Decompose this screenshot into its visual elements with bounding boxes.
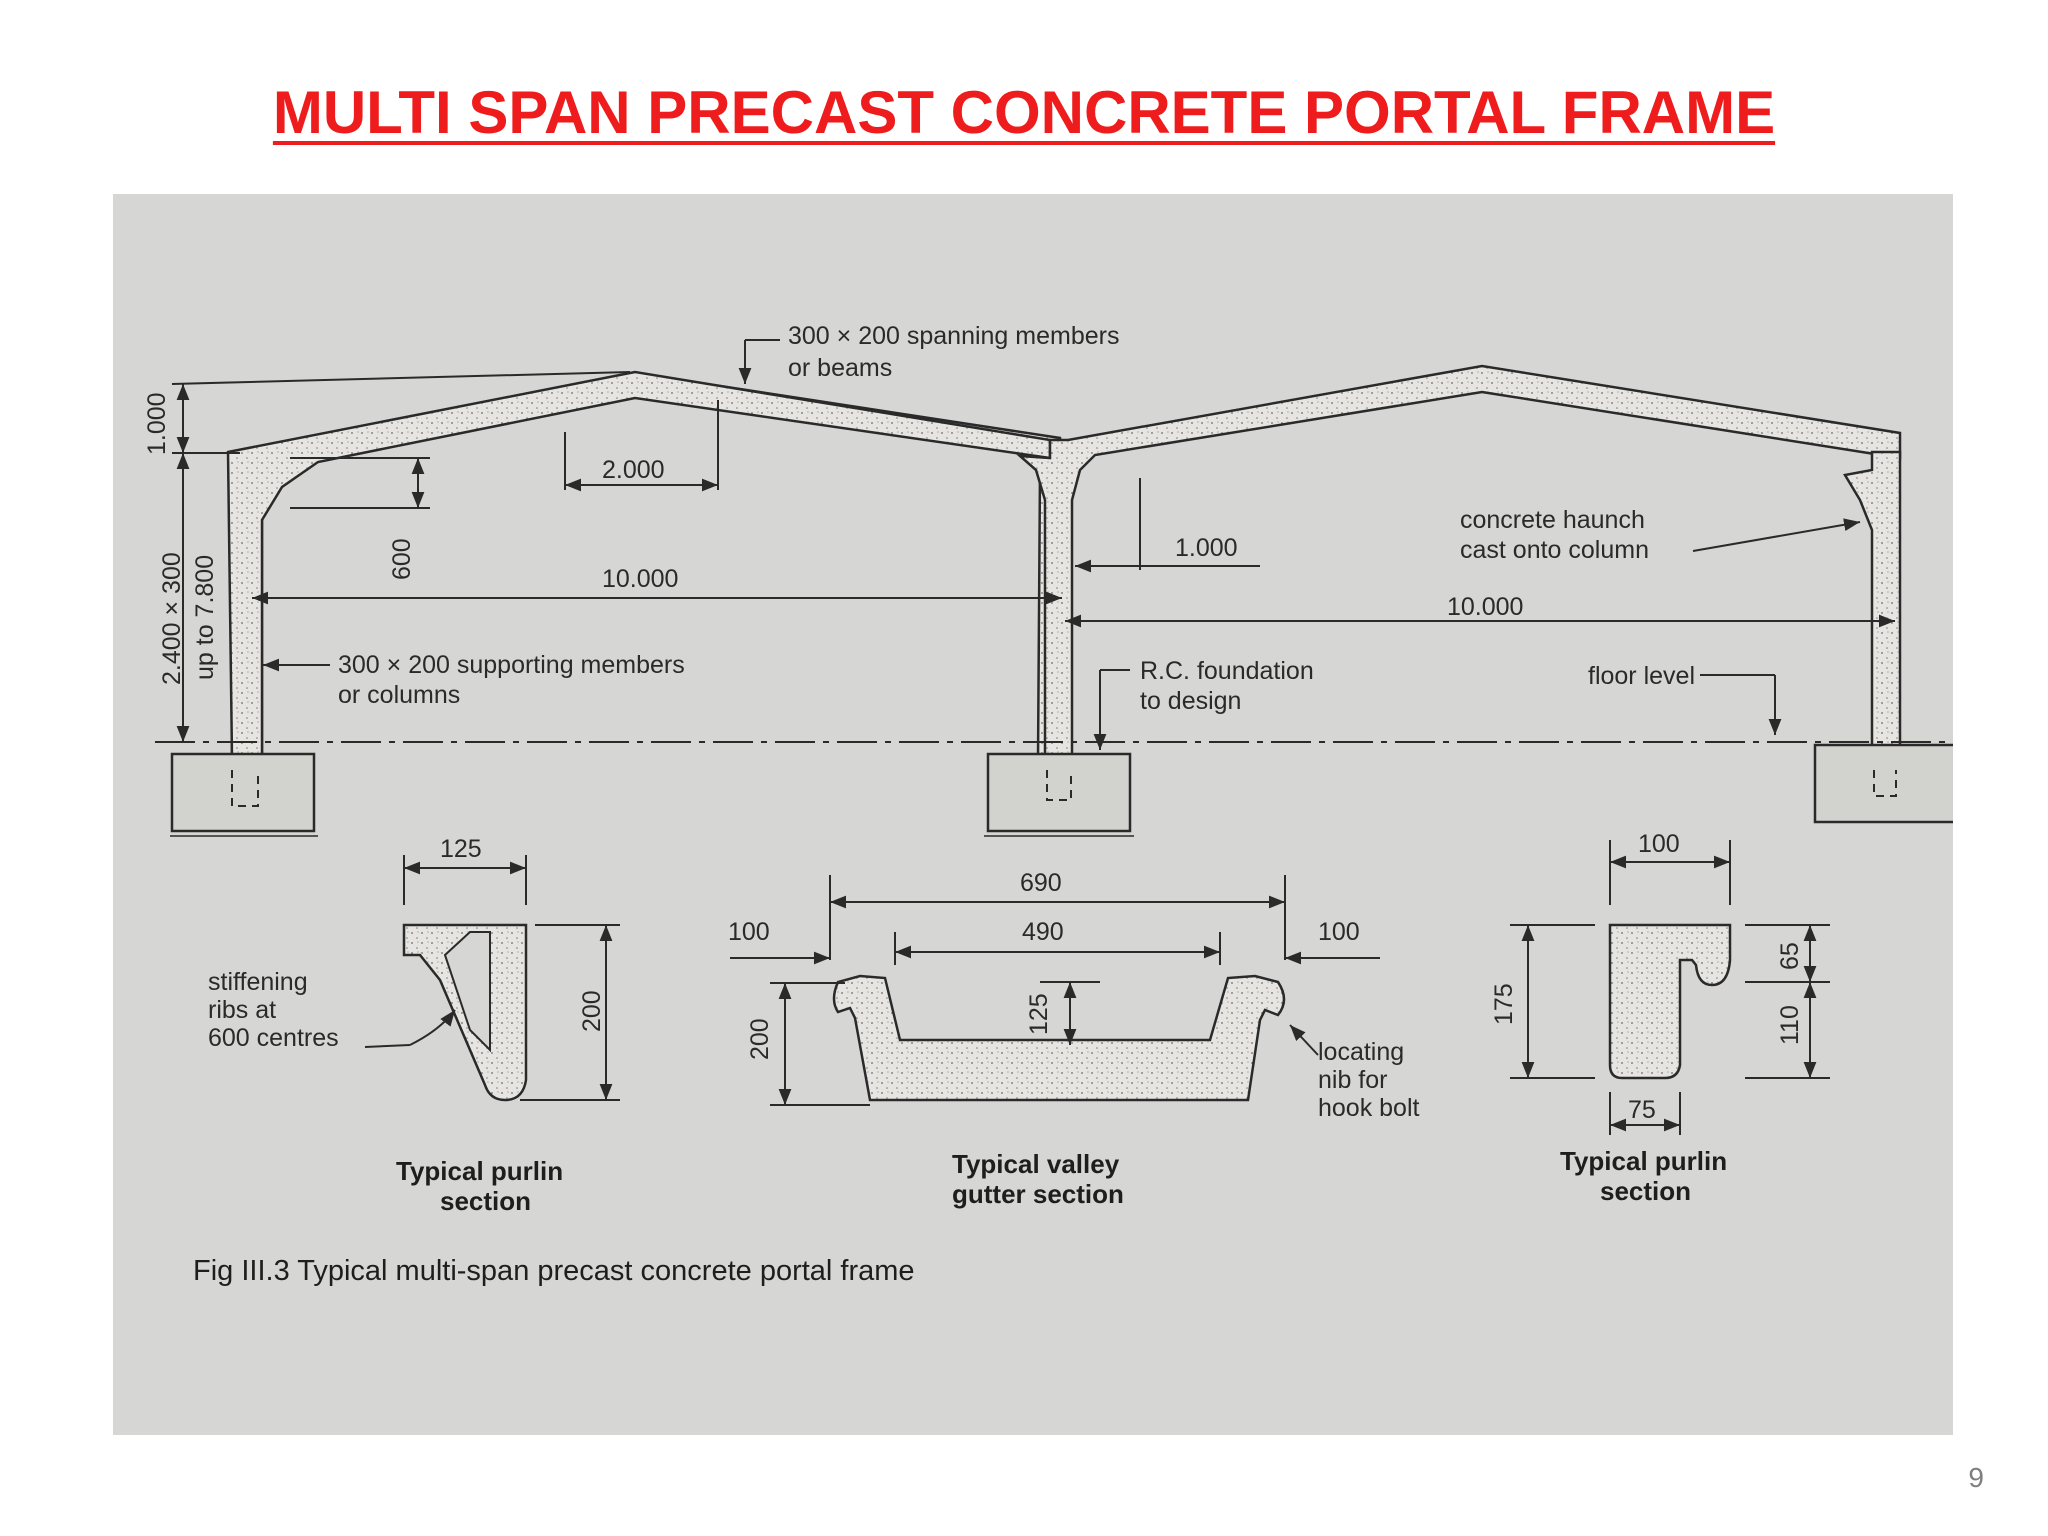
slide-title: MULTI SPAN PRECAST CONCRETE PORTAL FRAME	[272, 79, 1776, 146]
purlin1-width: 125	[440, 835, 482, 863]
gutter-height: 200	[746, 1018, 774, 1060]
purlin1-height: 200	[578, 990, 606, 1032]
dim-col-height-1: 2.400 × 300	[158, 552, 186, 685]
floor-level-label: floor level	[1588, 662, 1695, 690]
gutter-inner-width: 490	[1022, 918, 1064, 946]
right-foundation	[1813, 743, 1953, 824]
ribs-label-line2: ribs at	[208, 996, 276, 1024]
purlin1-caption-line1: Typical purlin	[396, 1156, 563, 1186]
beams-label-line1: 300 × 200 spanning members	[788, 322, 1119, 350]
dim-col-height-2: up to 7.800	[191, 555, 219, 680]
haunch-label-line2: cast onto column	[1460, 536, 1649, 564]
gutter-left-lip: 100	[728, 918, 770, 946]
nib-label-line1: locating	[1318, 1038, 1404, 1066]
right-column	[1843, 450, 1902, 787]
dim-span-right: 10.000	[1447, 593, 1523, 621]
ribs-label-line3: 600 centres	[208, 1024, 339, 1052]
purlin2-lower: 110	[1776, 1005, 1804, 1045]
dim-haunch-depth: 600	[388, 538, 416, 580]
dim-rise: 1.000	[143, 392, 171, 455]
gutter-right-lip: 100	[1318, 918, 1360, 946]
nib-label-line2: nib for	[1318, 1066, 1387, 1094]
purlin-section-2	[1510, 840, 1830, 1135]
figure-caption: Fig III.3 Typical multi-span precast con…	[193, 1255, 915, 1287]
dim-center-haunch: 1.000	[1175, 534, 1238, 562]
gutter-depth: 125	[1025, 993, 1053, 1035]
purlin2-caption-line2: section	[1600, 1176, 1691, 1206]
gutter-caption-line1: Typical valley	[952, 1149, 1120, 1179]
purlin2-upper: 65	[1776, 942, 1804, 970]
ribs-label-line1: stiffening	[208, 968, 308, 996]
foundations	[170, 743, 1953, 833]
purlin2-height: 175	[1490, 983, 1518, 1025]
beams-label-line2: or beams	[788, 354, 892, 382]
gutter-caption-line2: gutter section	[952, 1179, 1124, 1209]
purlin2-caption-line1: Typical purlin	[1560, 1146, 1727, 1176]
foundation-label-line2: to design	[1140, 687, 1241, 715]
gutter-overall-width: 690	[1020, 869, 1062, 897]
center-column	[1016, 364, 1902, 760]
dim-haunch-length: 2.000	[602, 456, 665, 484]
purlin1-caption-line2: section	[440, 1186, 531, 1216]
purlin-section-1	[364, 855, 620, 1102]
columns-label-line1: 300 × 200 supporting members	[338, 651, 685, 679]
dim-span-left: 10.000	[602, 565, 678, 593]
center-foundation	[986, 752, 1132, 833]
nib-label-line3: hook bolt	[1318, 1094, 1420, 1122]
foundation-label-line1: R.C. foundation	[1140, 657, 1314, 685]
purlin2-base: 75	[1628, 1096, 1656, 1124]
valley-gutter-section	[730, 875, 1380, 1106]
columns-label-line2: or columns	[338, 681, 460, 709]
haunch-label-line1: concrete haunch	[1460, 506, 1645, 534]
slide-number: 9	[1968, 1462, 1984, 1493]
left-foundation	[170, 752, 316, 833]
purlin2-width: 100	[1638, 830, 1680, 858]
